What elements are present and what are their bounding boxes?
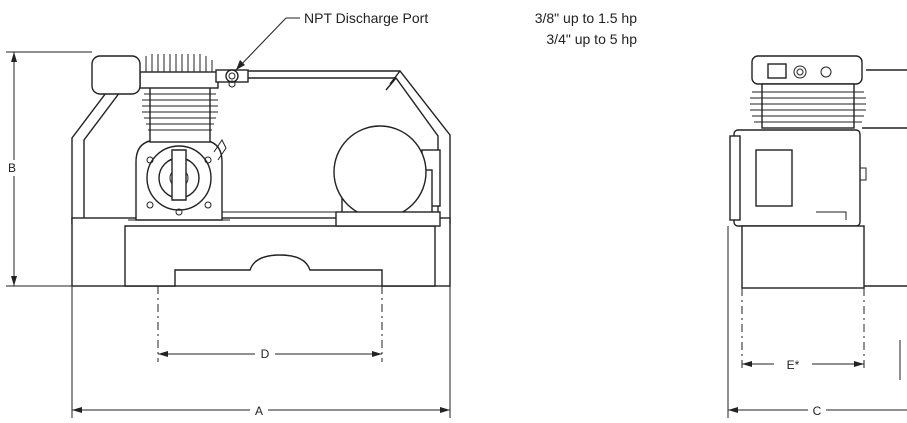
discharge-port-label: NPT Discharge Port (304, 10, 428, 26)
port-size-small: 3/8" up to 1.5 hp (535, 10, 637, 26)
dimension-b (6, 51, 92, 287)
dimension-b-label: B (8, 161, 16, 175)
side-pump-head (751, 55, 863, 85)
base-skid (71, 217, 451, 287)
dimension-e-label: E* (787, 358, 800, 372)
intake-filter (91, 55, 146, 95)
side-view (727, 55, 907, 418)
port-size-large: 3/4" up to 5 hp (546, 31, 637, 47)
dimension-e (741, 288, 865, 372)
side-crankcase (729, 129, 867, 227)
dimension-a-label: A (255, 404, 263, 418)
dimension-d (157, 286, 383, 362)
motor (333, 125, 441, 227)
dimension-c-label: C (813, 404, 822, 418)
crankcase (128, 139, 230, 221)
cylinder (142, 85, 218, 143)
callout-leader (235, 17, 300, 71)
dimension-a (71, 286, 451, 418)
front-view (6, 17, 451, 418)
side-frame (862, 69, 907, 380)
side-cylinder (750, 83, 866, 129)
dimension-d-label: D (261, 347, 270, 361)
side-base (741, 225, 865, 289)
dimension-c (727, 226, 907, 418)
discharge-port (225, 69, 239, 88)
